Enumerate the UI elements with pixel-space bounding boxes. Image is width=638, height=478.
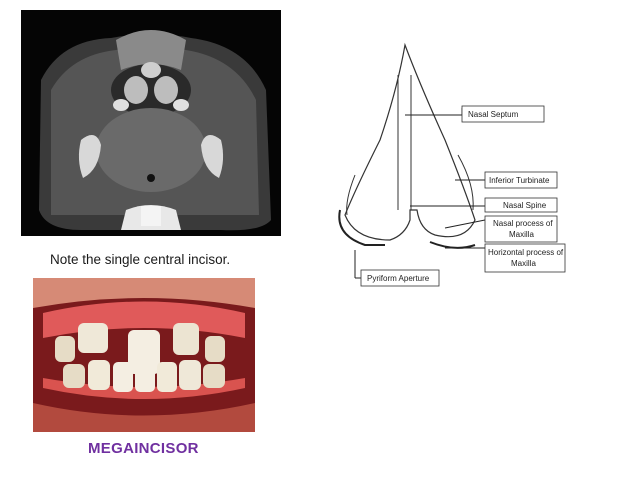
label-horizontal-process-line1: Horizontal process of: [488, 248, 564, 257]
label-horizontal-process-line2: Maxilla: [511, 259, 536, 268]
pyriform-bracket: [338, 209, 385, 246]
label-nasal-process-line2: Maxilla: [509, 230, 534, 239]
right-turbinate-line: [457, 154, 474, 211]
label-nasal-spine: Nasal Spine: [503, 201, 547, 210]
ct-scan-image: [21, 10, 281, 236]
slide-title: MEGAINCISOR: [88, 440, 199, 457]
label-nasal-process-line1: Nasal process of: [493, 219, 553, 228]
nasal-anatomy-diagram: Nasal Septum Inferior Turbinate Nasal Sp…: [325, 30, 575, 300]
left-turbinate-line: [346, 174, 356, 216]
teeth-photo: [33, 278, 255, 432]
horizontal-bracket: [429, 241, 476, 249]
caption-text: Note the single central incisor.: [50, 252, 231, 267]
ct-scan-graphic: [21, 10, 281, 236]
label-inferior-turbinate: Inferior Turbinate: [489, 176, 550, 185]
label-nasal-septum: Nasal Septum: [468, 110, 519, 119]
teeth-graphic: [33, 278, 255, 432]
label-pyriform-aperture: Pyriform Aperture: [367, 274, 430, 283]
nose-outline: [344, 42, 476, 241]
nasal-diagram-graphic: Nasal Septum Inferior Turbinate Nasal Sp…: [338, 42, 566, 287]
